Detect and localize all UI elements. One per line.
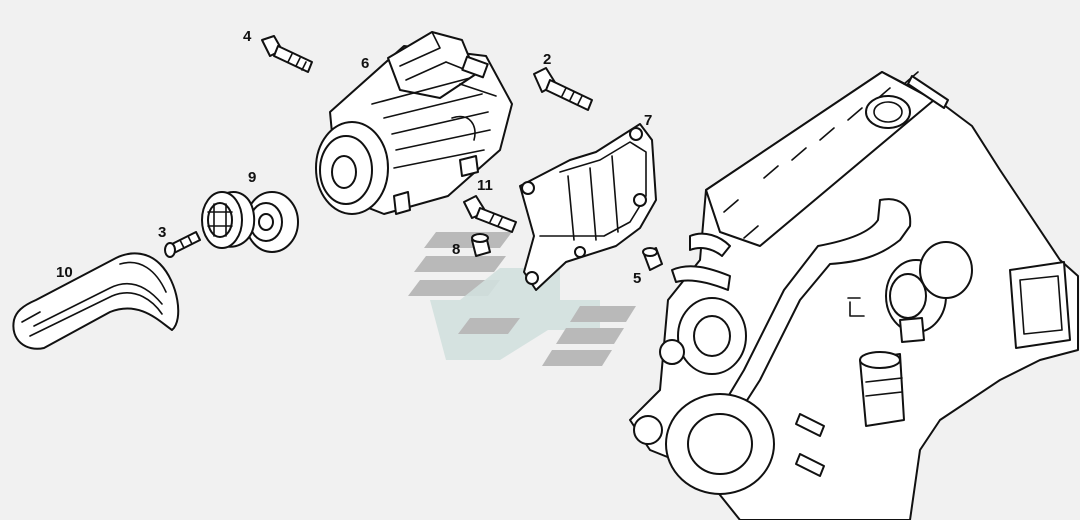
bolt-2 [533, 67, 593, 111]
spacer-8 [471, 233, 491, 257]
callout-part-5: 5 [633, 270, 642, 287]
callout-part-7: 7 [644, 112, 653, 129]
callout-part-6: 6 [361, 55, 370, 72]
bolt-4 [261, 35, 313, 73]
callout-part-4: 4 [243, 28, 252, 45]
idler-pulley-assembly [201, 191, 299, 253]
engine-block [629, 71, 1079, 520]
drive-belt [12, 252, 180, 350]
callout-part-9: 9 [248, 169, 257, 186]
watermark-logo [408, 232, 636, 366]
bolt-11 [463, 195, 517, 233]
callout-part-8: 8 [452, 241, 461, 258]
mounting-bracket [519, 123, 657, 291]
callout-part-10: 10 [56, 264, 73, 281]
ac-compressor [315, 31, 513, 215]
callout-part-2: 2 [543, 51, 552, 68]
callout-part-3: 3 [158, 224, 167, 241]
callout-part-11: 11 [477, 177, 493, 194]
spacer-5 [642, 247, 663, 271]
bolt-3 [164, 231, 201, 258]
